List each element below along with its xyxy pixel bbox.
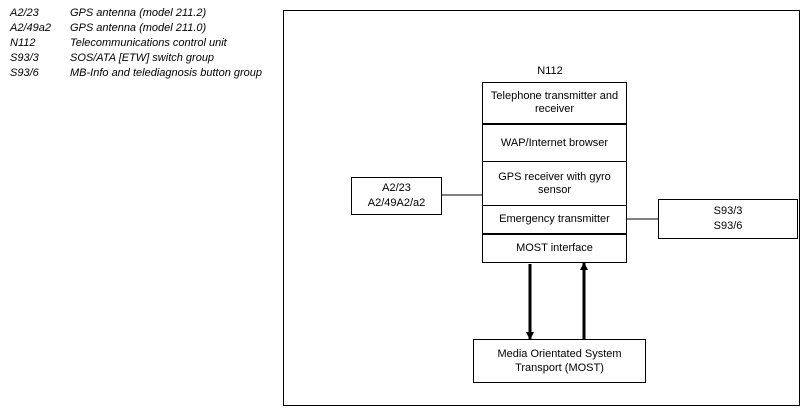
module-emergency-transmitter: Emergency transmitter — [483, 206, 626, 235]
module-telephone: Telephone transmitter and receiver — [483, 83, 626, 125]
legend-code: S93/3 — [10, 52, 39, 64]
legend-row: S93/6 MB-Info and telediagnosis button g… — [10, 66, 270, 81]
diagram-frame — [283, 10, 800, 406]
legend: A2/23 GPS antenna (model 211.2) A2/49a2 … — [10, 6, 270, 81]
legend-description: MB-Info and telediagnosis button group — [70, 67, 263, 79]
legend-code: N112 — [10, 37, 36, 49]
legend-code: A2/49a2 — [10, 22, 51, 34]
switch-box-line2: S93/6 — [713, 220, 743, 232]
most-bus-box: Media Orientated System Transport (MOST) — [473, 339, 646, 383]
n112-control-unit: Telephone transmitter and receiver WAP/I… — [482, 82, 627, 263]
legend-description: Telecommunications control unit — [70, 37, 227, 49]
antenna-box-line1: A2/23 — [382, 182, 411, 194]
module-gps-receiver: GPS receiver with gyro sensor — [483, 162, 626, 206]
legend-row: N112 Telecommunications control unit — [10, 36, 270, 51]
module-most-interface: MOST interface — [516, 242, 593, 254]
n112-title: N112 — [537, 65, 563, 77]
legend-row: S93/3 SOS/ATA [ETW] switch group — [10, 51, 270, 66]
antenna-box-line2: A2/49A2/a2 — [367, 197, 426, 209]
legend-description: GPS antenna (model 211.0) — [70, 22, 207, 34]
most-bus-label: Media Orientated System Transport (MOST) — [497, 348, 622, 374]
legend-description: GPS antenna (model 211.2) — [70, 7, 207, 19]
legend-code: A2/23 — [10, 7, 39, 19]
legend-description: SOS/ATA [ETW] switch group — [70, 52, 215, 64]
switch-box-line1: S93/3 — [713, 205, 743, 217]
legend-code: S93/6 — [10, 67, 39, 79]
antenna-box: A2/23 A2/49A2/a2 — [351, 177, 442, 215]
switch-box: S93/3 S93/6 — [658, 199, 798, 239]
legend-row: A2/49a2 GPS antenna (model 211.0) — [10, 21, 270, 36]
legend-row: A2/23 GPS antenna (model 211.2) — [10, 6, 270, 21]
module-wap-browser: WAP/Internet browser — [483, 125, 626, 162]
